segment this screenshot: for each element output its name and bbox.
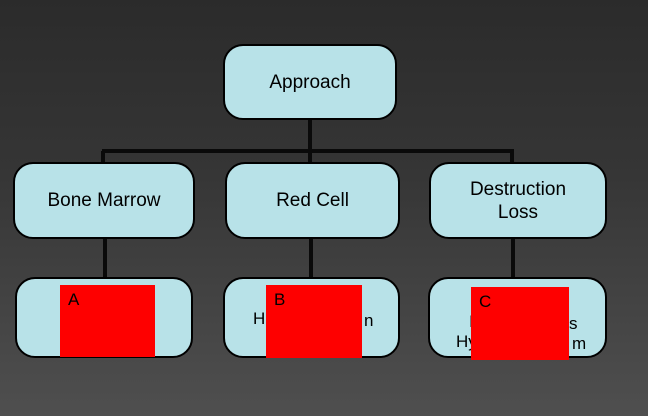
node-approach-label: Approach: [269, 71, 351, 93]
cover-letter-a: A: [68, 290, 80, 309]
node-answer-c: I s Hy m C: [428, 277, 607, 360]
red-cover-a: A: [60, 285, 155, 357]
answer-c-line1-fragment-right: s: [569, 314, 578, 333]
node-red-cell-label: Red Cell: [276, 190, 349, 211]
answer-b-text-fragment-right: n: [364, 311, 374, 330]
red-cover-b: B: [266, 285, 362, 358]
red-cover-c: C: [471, 287, 569, 360]
cover-letter-b: B: [274, 290, 286, 309]
connector-redcell-to-b: [309, 238, 313, 279]
cover-letter-c: C: [479, 292, 492, 311]
connector-root-stem: [308, 119, 312, 153]
node-bone-marrow-label: Bone Marrow: [47, 190, 161, 211]
connector-bonemarrow-to-a: [103, 238, 107, 279]
answer-c-line2-fragment-right: m: [572, 334, 587, 353]
node-approach: Approach: [223, 44, 397, 120]
node-destruction-loss-label-line2: Loss: [497, 201, 539, 223]
connector-drop-left: [101, 151, 105, 164]
node-destruction-loss: Destruction Loss: [429, 162, 607, 239]
connector-destruction-to-c: [511, 238, 515, 284]
connector-drop-right: [510, 151, 514, 164]
node-red-cell: Red Cell: [225, 162, 400, 239]
node-answer-a: A: [15, 277, 193, 358]
answer-b-text-fragment-left: H: [253, 309, 266, 328]
connector-drop-center: [308, 151, 312, 164]
node-bone-marrow: Bone Marrow: [13, 162, 195, 239]
node-answer-b: H n B: [223, 277, 400, 358]
node-destruction-loss-label-line1: Destruction: [469, 178, 567, 200]
